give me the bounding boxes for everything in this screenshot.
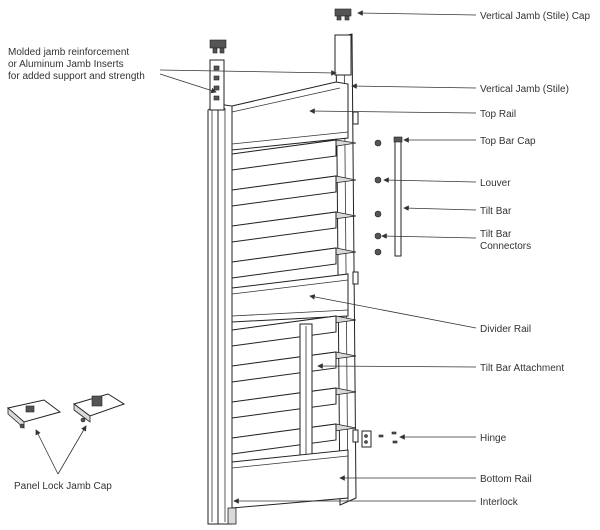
labels: Vertical Jamb (Stile) Cap Molded jamb re… xyxy=(8,11,590,508)
interlock-part xyxy=(227,507,237,525)
label-tilt-bar-connectors-line1: Tilt Bar xyxy=(480,229,512,240)
hinge-hardware xyxy=(352,111,359,443)
divider-rail xyxy=(231,273,349,323)
panel-lock-jamb-cap-right xyxy=(72,393,126,423)
right-jamb-insert xyxy=(334,34,352,76)
label-bottom-rail: Bottom Rail xyxy=(480,474,532,485)
label-vertical-jamb-cap: Vertical Jamb (Stile) Cap xyxy=(480,11,590,22)
tilt-bar-attachment-part xyxy=(299,323,313,465)
panel-lock-jamb-cap-left xyxy=(6,399,62,429)
left-stile xyxy=(207,103,233,525)
label-divider-rail: Divider Rail xyxy=(480,324,531,335)
label-tilt-bar: Tilt Bar xyxy=(480,206,512,217)
label-vertical-jamb: Vertical Jamb (Stile) xyxy=(480,84,569,95)
stile-cap-left xyxy=(209,39,227,54)
louvers-upper xyxy=(231,139,357,279)
jamb-reinforcement-insert xyxy=(209,59,225,111)
tilt-bar-connectors-parts xyxy=(374,139,382,256)
bottom-rail xyxy=(231,449,349,509)
label-tilt-bar-connectors-line2: Connectors xyxy=(480,241,531,252)
label-jamb-reinforcement-line3: for added support and strength xyxy=(8,71,145,82)
label-jamb-reinforcement-line2: or Aluminum Jamb Inserts xyxy=(8,59,124,70)
label-jamb-reinforcement-line1: Molded jamb reinforcement xyxy=(8,47,129,58)
shutter-panel xyxy=(207,33,359,525)
label-hinge: Hinge xyxy=(480,433,507,444)
label-louver: Louver xyxy=(480,178,511,189)
top-rail xyxy=(231,81,349,151)
tilt-bar-part xyxy=(393,136,403,257)
leader-lines xyxy=(35,10,477,504)
label-interlock: Interlock xyxy=(480,497,519,508)
label-top-rail: Top Rail xyxy=(480,109,516,120)
label-panel-lock-jamb-cap: Panel Lock Jamb Cap xyxy=(14,481,112,492)
label-tilt-bar-attachment: Tilt Bar Attachment xyxy=(480,363,564,374)
louvers-lower xyxy=(231,315,357,455)
stile-cap-right xyxy=(334,8,352,21)
hinge-part xyxy=(361,430,398,448)
label-top-bar-cap: Top Bar Cap xyxy=(480,136,536,147)
